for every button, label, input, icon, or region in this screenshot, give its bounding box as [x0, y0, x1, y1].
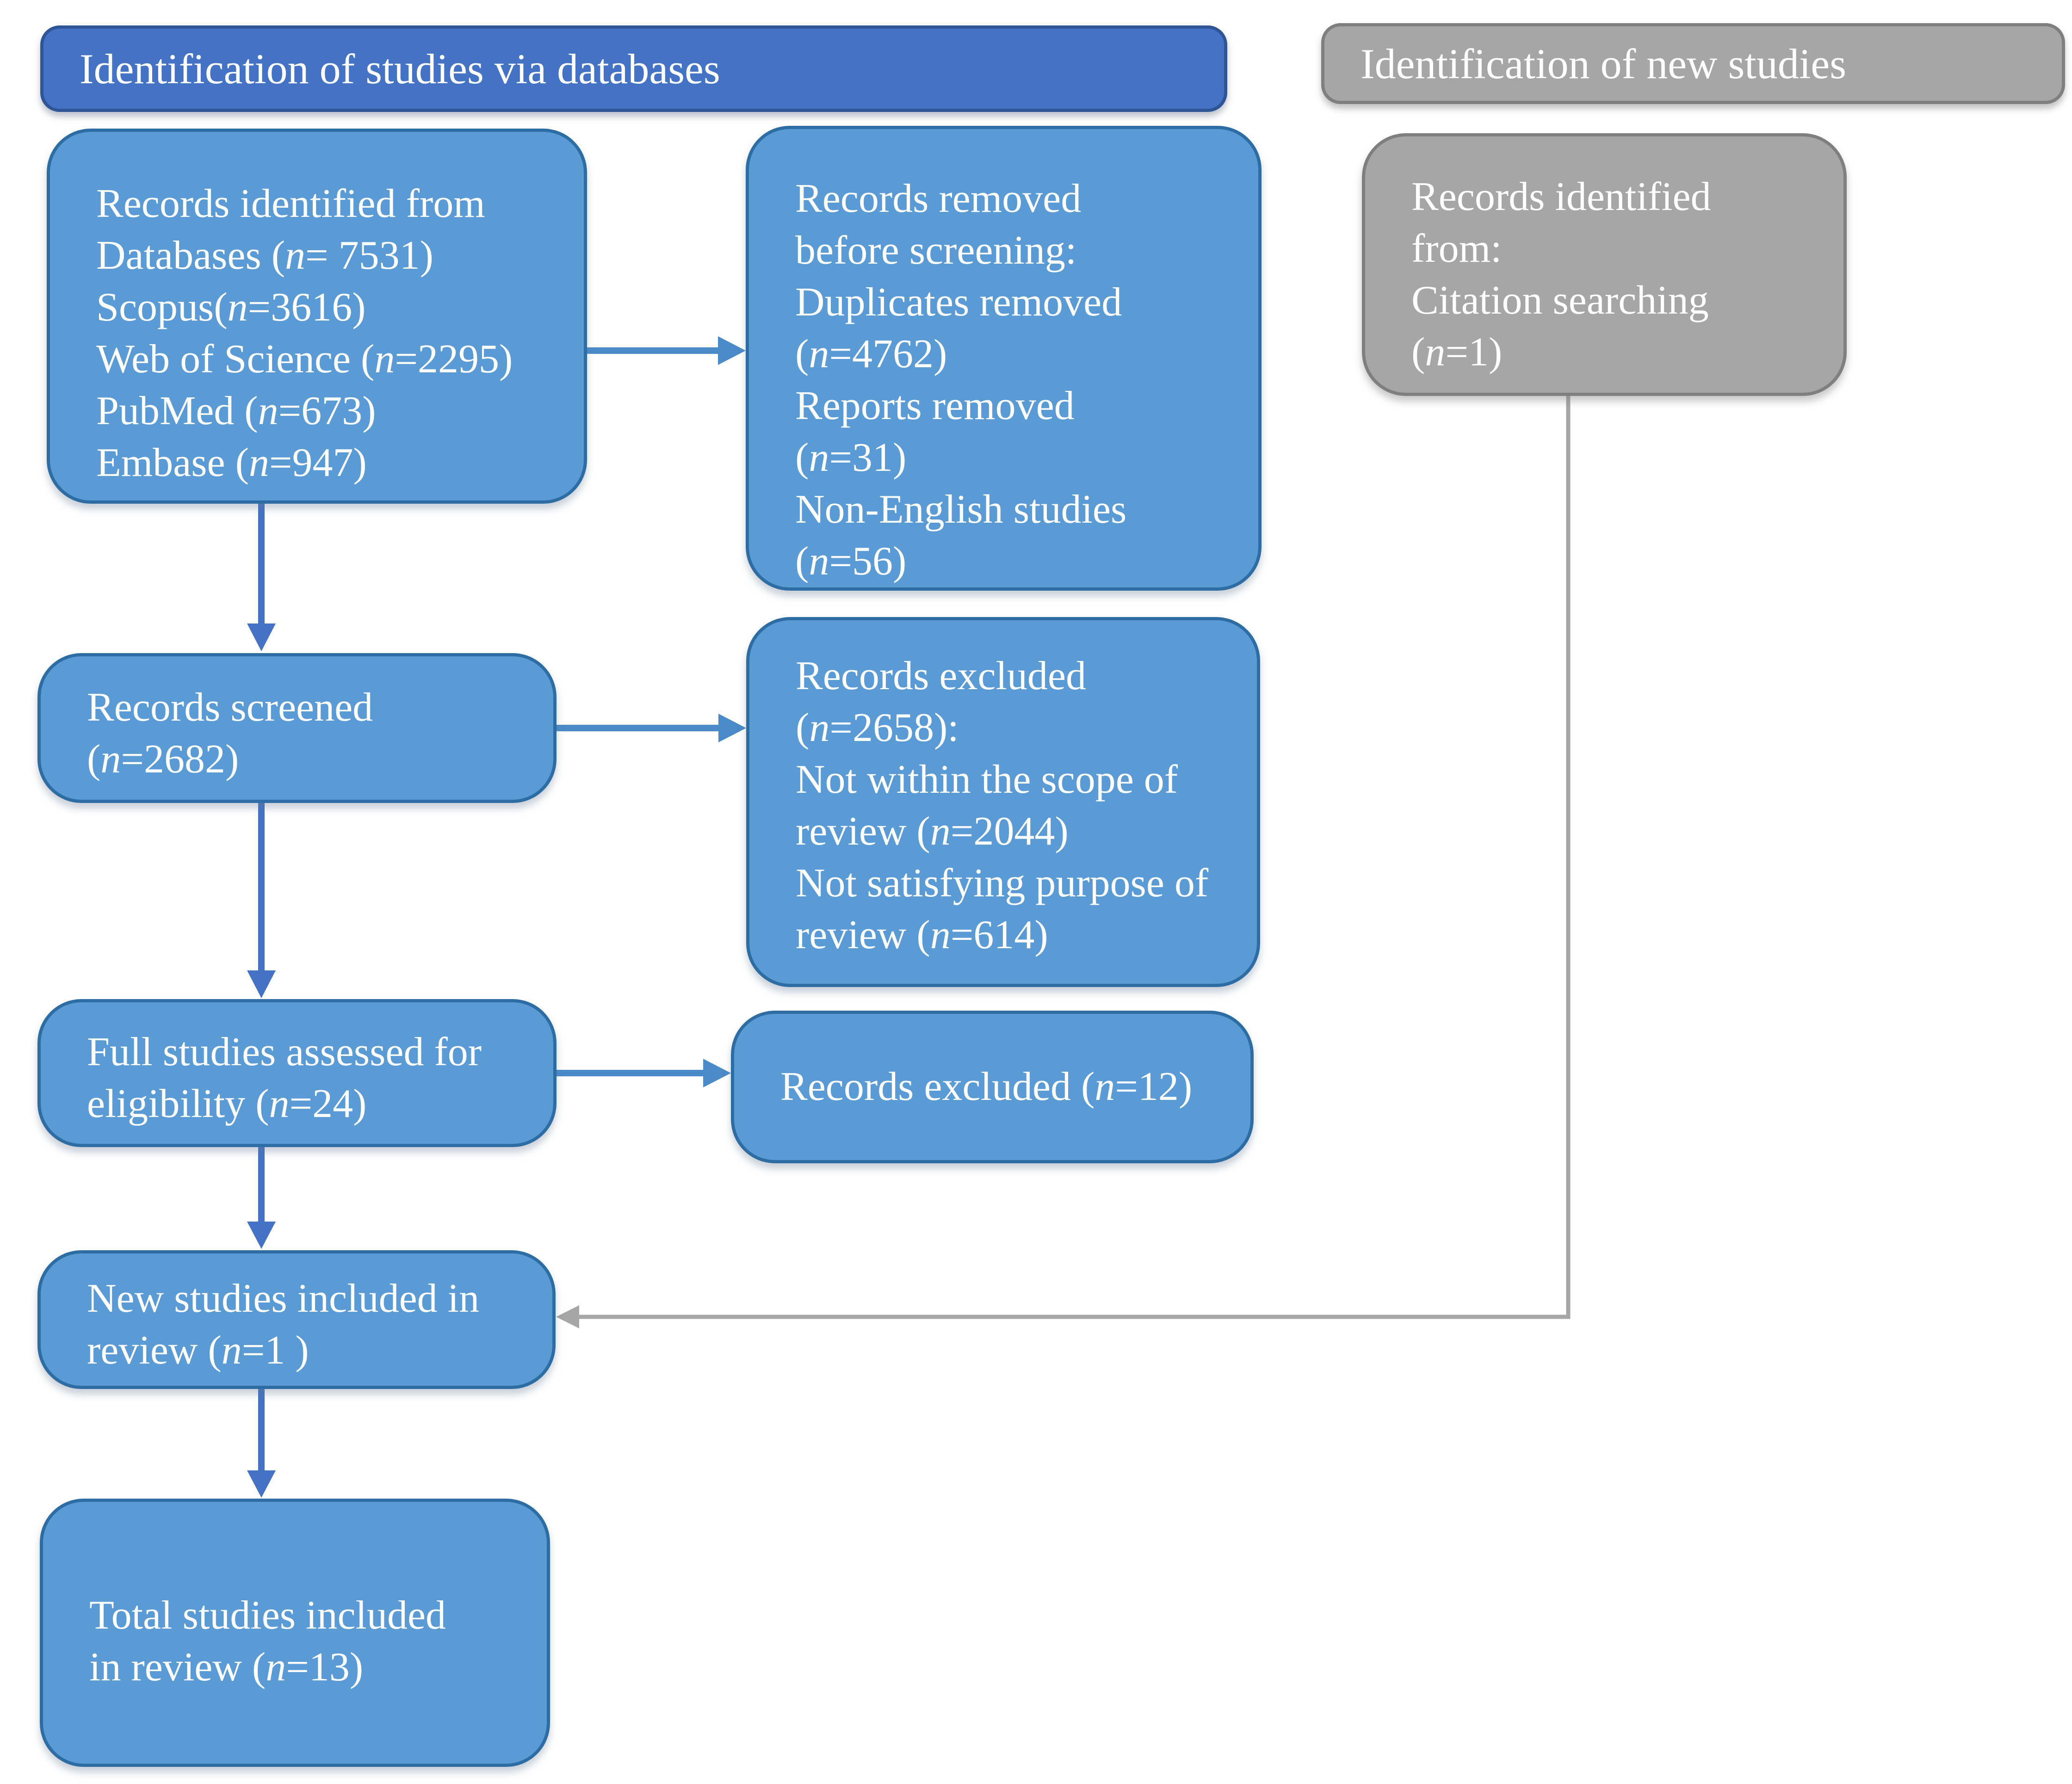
box-records-excluded-full-text: Records excluded (n=12) — [780, 1064, 1193, 1109]
arrow-identified-to-screened — [247, 504, 276, 651]
arrow-assessed-to-excluded — [557, 1059, 731, 1087]
arrow-screened-to-assessed — [247, 803, 276, 998]
header-identification-new-studies: Identification of new studies — [1321, 23, 2065, 104]
arrow-citation-to-new — [556, 396, 1571, 1328]
box-records-excluded-screening: Records excluded(n=2658):Not within the … — [746, 617, 1260, 987]
header-identification-via-databases: Identification of studies via databases — [40, 25, 1227, 112]
box-records-screened-text: Records screened(n=2682) — [87, 685, 373, 782]
box-records-screened: Records screened(n=2682) — [37, 653, 557, 803]
arrow-identified-to-removed — [587, 336, 746, 365]
box-records-excluded-screening-text: Records excluded(n=2658):Not within the … — [796, 654, 1209, 957]
box-records-excluded-full: Records excluded (n=12) — [731, 1011, 1254, 1163]
header-label: Identification of studies via databases — [80, 45, 720, 93]
arrow-new-to-total — [247, 1389, 276, 1498]
arrow-assessed-to-new — [247, 1147, 276, 1249]
header-label: Identification of new studies — [1361, 40, 1847, 87]
arrow-screened-to-excluded — [557, 714, 746, 742]
